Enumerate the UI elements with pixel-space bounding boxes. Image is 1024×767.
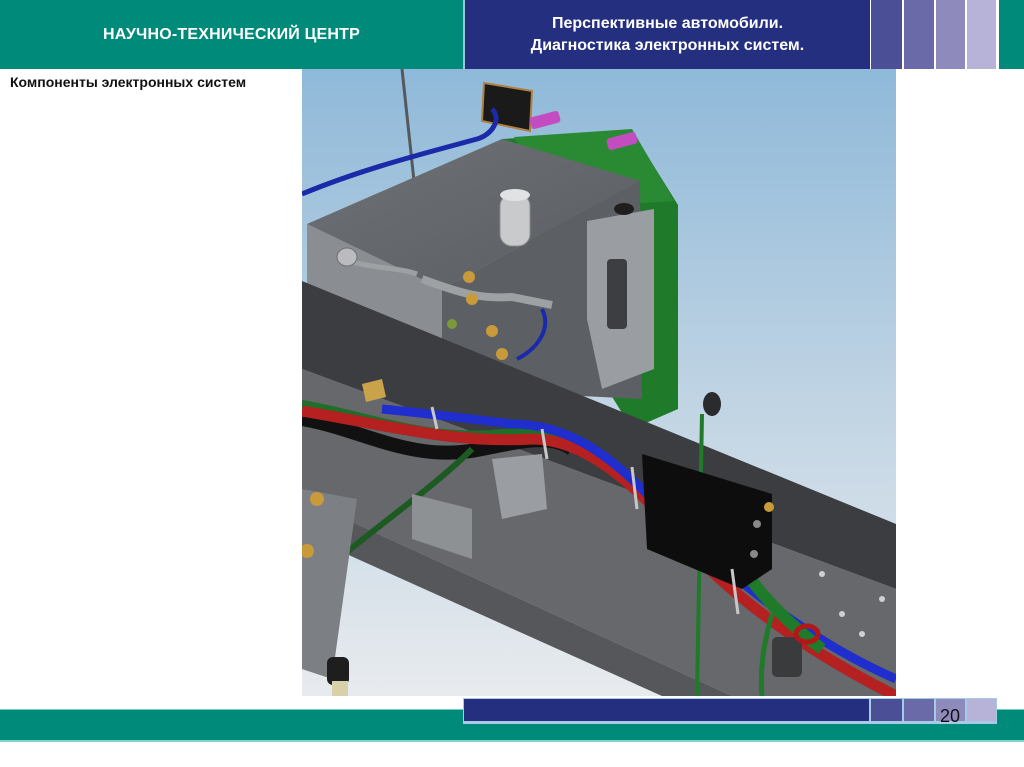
org-title: НАУЧНО-ТЕХНИЧЕСКИЙ ЦЕНТР: [102, 25, 361, 43]
chassis-render-image: [302, 69, 896, 696]
header-divider: [463, 0, 465, 69]
header-block-1: [871, 0, 902, 69]
footer-block-4: [967, 699, 996, 721]
slide-subtitle: Компоненты электронных систем: [10, 74, 247, 90]
course-title-line2: Диагностика электронных систем.: [530, 36, 805, 54]
footer-block-2: [904, 699, 934, 721]
header-teal-accent: [999, 0, 1024, 69]
header-course-banner: Перспективные автомобили. Диагностика эл…: [465, 0, 870, 69]
page-number: 20: [940, 706, 961, 726]
footer-block-1: [871, 699, 902, 721]
header-block-4: [967, 0, 996, 69]
header-block-2: [904, 0, 934, 69]
header-org-banner: НАУЧНО-ТЕХНИЧЕСКИЙ ЦЕНТР: [0, 0, 463, 69]
footer-block-3: [936, 699, 965, 721]
header-block-3: [936, 0, 965, 69]
header-color-blocks: [871, 0, 998, 69]
course-title-line1: Перспективные автомобили.: [551, 14, 784, 32]
footer-navy-block: [464, 699, 869, 721]
footer-color-bar: [463, 698, 997, 724]
